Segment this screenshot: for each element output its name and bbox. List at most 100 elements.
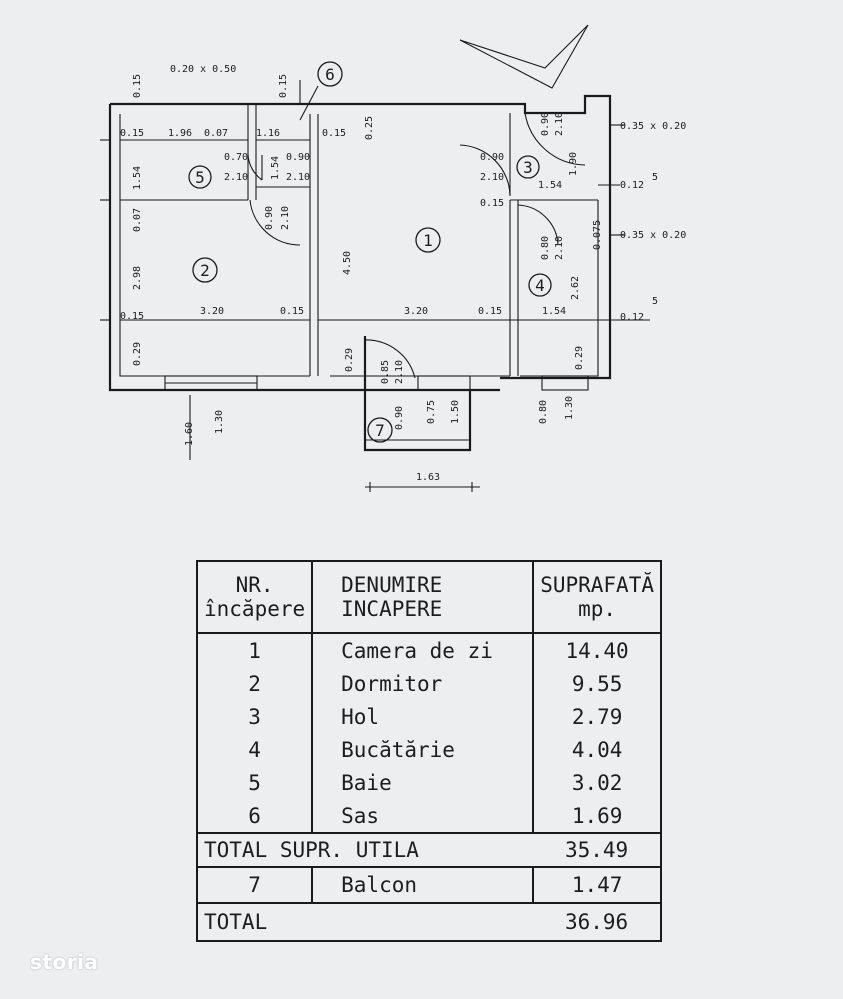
dim-label: 0.07 — [204, 128, 228, 139]
dim-label: 1.30 — [564, 396, 575, 420]
dim-label: 1.63 — [416, 472, 440, 483]
door-arc — [249, 199, 301, 246]
door-arc — [517, 204, 559, 246]
dim-label: 1.16 — [256, 128, 280, 139]
row-nr: 6 — [197, 799, 314, 833]
balcon-area: 1.47 — [571, 873, 623, 897]
dim-label: 0.12 — [620, 180, 644, 191]
room-6-marker — [317, 61, 343, 87]
dim-label: 0.90 — [264, 206, 275, 230]
total-utila-label: TOTAL SUPR. UTILA — [197, 832, 534, 868]
row-nr: 1 — [197, 633, 314, 667]
dim-label: 2.10 — [554, 112, 565, 136]
north-arrow-icon — [459, 24, 589, 89]
dim-label: 0.29 — [344, 348, 355, 372]
room-6-number: 6 — [325, 65, 335, 84]
inner-wall-line — [520, 200, 599, 377]
room-2-marker — [192, 257, 218, 283]
dim-label: 2.10 — [394, 360, 405, 384]
dim-label: 5 — [652, 172, 658, 183]
row-name: Baie — [312, 766, 535, 799]
dim-label: 1.96 — [168, 128, 192, 139]
dim-label: 0.15 — [478, 306, 502, 317]
dim-label: 0.12 — [620, 312, 644, 323]
dim-label: 0.90 — [480, 152, 504, 163]
dim-label: 0.80 — [540, 236, 551, 260]
dim-label: 2.10 — [554, 236, 565, 260]
dim-label: 4.50 — [342, 251, 353, 275]
header-name: DENUMIRE INCAPERE — [312, 561, 535, 634]
table-row: 1 Camera de zi 14.40 — [197, 633, 661, 667]
room-area-table: NR. încăpere DENUMIRE INCAPERE SUPRAFATĂ… — [196, 560, 662, 942]
dim-label: 1.30 — [214, 410, 225, 434]
dim-label: 0.90 — [286, 152, 310, 163]
floor-plan: 1 2 3 4 5 6 7 0.20 x 0.50 0.15 1.96 0.07… — [100, 24, 686, 492]
room-3-marker — [516, 155, 540, 179]
table-row: 2 Dormitor 9.55 — [197, 667, 661, 700]
dim-label: 0.29 — [132, 342, 143, 366]
row-area: 14.40 — [565, 638, 629, 663]
window — [541, 375, 589, 391]
door-arc — [247, 154, 263, 181]
door-arc — [364, 339, 416, 379]
table-row: 6 Sas 1.69 — [197, 799, 661, 833]
header-area: SUPRAFATĂ mp. — [533, 561, 661, 634]
dim-label: 0.15 — [322, 128, 346, 139]
dim-label: 0.15 — [120, 128, 144, 139]
room-5-number: 5 — [195, 168, 205, 187]
dim-label: 2.98 — [132, 266, 143, 290]
table-row: 4 Bucătărie 4.04 — [197, 733, 661, 766]
row-nr: 5 — [197, 766, 314, 799]
room-7-marker — [367, 417, 393, 443]
dim-label: 0.29 — [574, 346, 585, 370]
row-nr: 2 — [197, 667, 314, 700]
room-4-number: 4 — [535, 276, 545, 295]
dim-label: 5 — [652, 296, 658, 307]
balcon-nr: 7 — [197, 867, 314, 903]
row-area: 4.04 — [571, 737, 623, 762]
dim-label: 0.15 — [120, 311, 144, 322]
dim-label: 0.90 — [394, 406, 405, 430]
row-nr: 3 — [197, 700, 314, 733]
row-nr: 4 — [197, 733, 314, 766]
dim-label: 0.90 — [540, 112, 551, 136]
dim-label: 0.15 — [280, 306, 304, 317]
dim-label: 1.54 — [270, 156, 281, 180]
grand-total-row: TOTAL 36.96 — [197, 902, 661, 941]
total-utila-row: TOTAL SUPR. UTILA 35.49 — [197, 832, 661, 868]
room-1-number: 1 — [423, 231, 433, 250]
row-area: 9.55 — [571, 671, 623, 696]
dim-label: 2.10 — [280, 206, 291, 230]
row-area: 1.69 — [571, 803, 623, 828]
outer-wall-left — [108, 104, 500, 392]
window — [417, 375, 471, 391]
total-utila-value: 35.49 — [533, 832, 661, 868]
dim-label: 2.10 — [480, 172, 504, 183]
outer-wall — [110, 94, 612, 380]
dim-label: 1.54 — [538, 180, 562, 191]
dim-label: 1.54 — [542, 306, 566, 317]
dim-label: 0.80 — [538, 400, 549, 424]
room-4-marker — [528, 273, 552, 297]
balcony-wall — [363, 336, 472, 452]
dim-label: 0.07 — [132, 208, 143, 232]
row-name: Dormitor — [312, 667, 535, 700]
dim-label: 0.85 — [380, 360, 391, 384]
room-2-number: 2 — [200, 261, 210, 280]
room-7-number: 7 — [375, 421, 385, 440]
dim-label: 0.075 — [592, 220, 603, 250]
dim-label: 0.35 x 0.20 — [620, 121, 686, 132]
dim-label: 0.25 — [364, 116, 375, 140]
dim-label: 3.20 — [200, 306, 224, 317]
storia-logo: storia — [30, 950, 99, 974]
row-name: Bucătărie — [312, 733, 535, 766]
inner-wall-line — [119, 114, 310, 377]
dim-label: 2.10 — [224, 172, 248, 183]
door-arc — [524, 112, 586, 166]
dim-label: 0.70 — [224, 152, 248, 163]
dim-label: 1.54 — [132, 166, 143, 190]
row-name: Sas — [312, 799, 535, 833]
dim-label: 0.15 — [480, 198, 504, 209]
header-nr: NR. încăpere — [197, 561, 314, 634]
room-1-marker — [415, 227, 441, 253]
